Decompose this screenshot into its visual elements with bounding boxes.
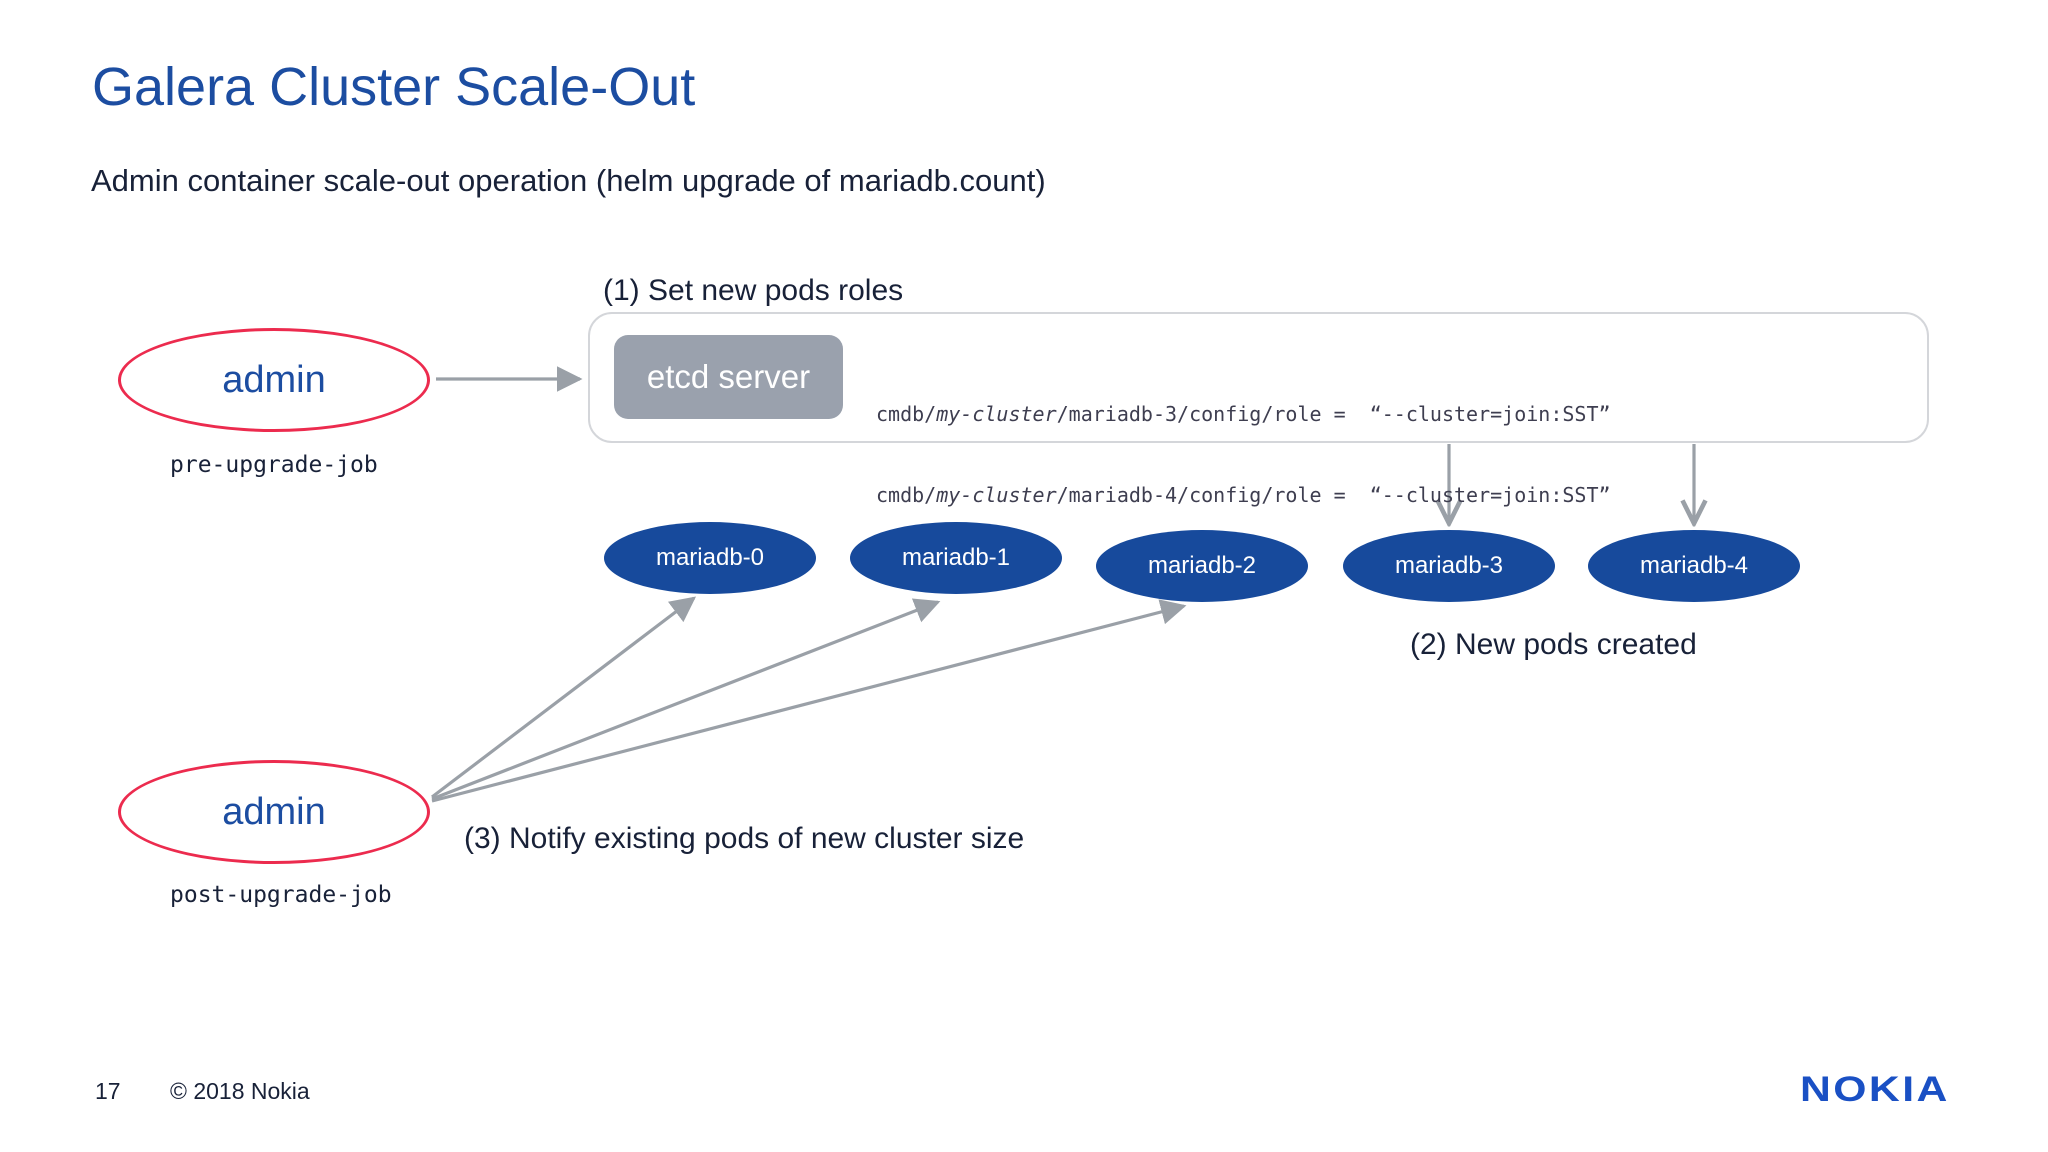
page-subtitle: Admin container scale-out operation (hel… [91,163,1046,198]
pod-mariadb-2-label: mariadb-2 [1147,552,1257,579]
post-upgrade-job-caption: post-upgrade-job [170,882,392,908]
admin-pre-upgrade-node: admin [118,328,430,432]
pod-mariadb-3: mariadb-3 [1343,530,1555,602]
pod-mariadb-4-label: mariadb-4 [1639,552,1749,579]
pod-mariadb-4: mariadb-4 [1588,530,1800,602]
step3-label: (3) Notify existing pods of new cluster … [464,822,1025,855]
pod-mariadb-1: mariadb-1 [850,522,1062,594]
arrow-admin-to-mariadb-1 [431,598,941,801]
admin-pre-upgrade-label: admin [222,358,326,401]
code-line-1: cmdb/my-cluster/mariadb-3/config/role = … [876,402,1611,426]
page-number: 17 [95,1078,121,1104]
admin-post-upgrade-label: admin [222,790,326,833]
pod-mariadb-2: mariadb-2 [1096,530,1308,602]
step2-label: (2) New pods created [1410,628,1697,661]
pre-upgrade-job-caption: pre-upgrade-job [170,452,378,478]
etcd-server-box: etcd server [614,335,843,419]
copyright-text: © 2018 Nokia [170,1078,310,1104]
nokia-logo: NOKIA [1800,1070,1950,1109]
code-line-2: cmdb/my-cluster/mariadb-4/config/role = … [876,483,1611,507]
admin-post-upgrade-node: admin [118,760,430,864]
etcd-server-label: etcd server [646,358,811,395]
step1-label: (1) Set new pods roles [603,274,904,307]
pod-mariadb-3-label: mariadb-3 [1394,552,1504,579]
arrow-admin-to-mariadb-2 [431,599,1187,803]
pod-mariadb-0: mariadb-0 [604,522,816,594]
etcd-config-code: cmdb/my-cluster/mariadb-3/config/role = … [876,347,1611,563]
arrow-admin-to-mariadb-0 [431,596,697,799]
page-title: Galera Cluster Scale-Out [92,57,696,117]
pod-mariadb-0-label: mariadb-0 [655,544,765,571]
pod-mariadb-1-label: mariadb-1 [901,544,1011,571]
